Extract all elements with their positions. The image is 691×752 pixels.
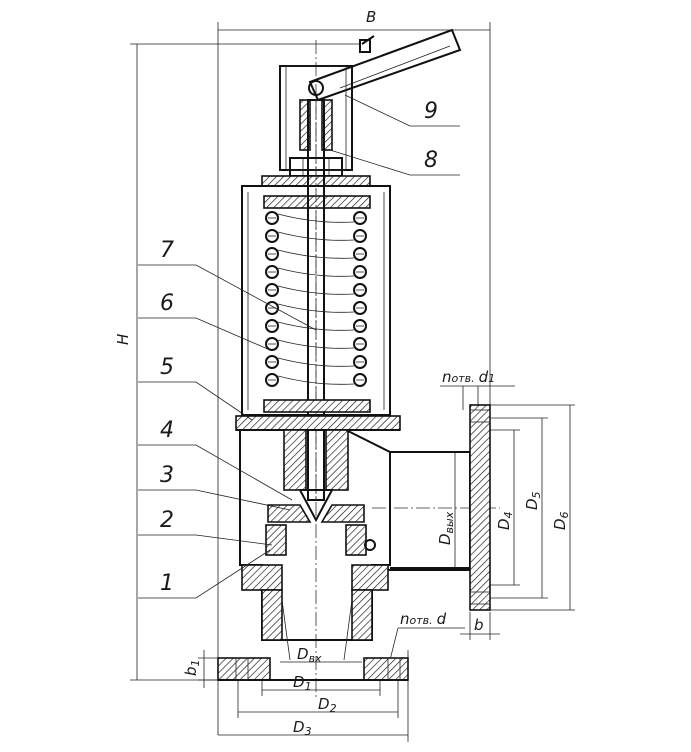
guide-bushing	[283, 429, 349, 523]
spring-housing	[241, 185, 391, 416]
callout-5: 5	[160, 355, 174, 380]
callout-1: 1	[160, 571, 174, 596]
spring-coil-section	[265, 211, 279, 225]
spring-coil-section	[353, 319, 367, 333]
callout-9: 9	[424, 99, 438, 124]
dim-D6: D6	[551, 511, 571, 530]
inlet-holes-label: nотв.d	[400, 610, 447, 628]
stem	[307, 99, 325, 501]
callout-leaders	[138, 94, 460, 599]
dimension-lines	[130, 22, 575, 742]
dim-D5: D5	[523, 491, 543, 510]
dim-H: H	[114, 334, 132, 345]
dimension-labels: B H b1 Dвх D1 D2 D3 Dвых D4 D5 D6 b nотв…	[114, 8, 571, 738]
spring-coil-arc	[277, 375, 355, 385]
spring-coil-section	[353, 283, 367, 297]
spring-coils	[265, 211, 367, 387]
spring-coil-section	[265, 337, 279, 351]
spring-coil-arc	[277, 339, 355, 349]
dim-Dvh: Dвх	[297, 645, 322, 665]
spring-coil-section	[353, 301, 367, 315]
dim-D1: D1	[293, 673, 312, 693]
callout-7: 7	[160, 238, 174, 263]
spring-coil-section	[265, 265, 279, 279]
dim-D4: D4	[495, 511, 515, 530]
spring-coil-section	[265, 319, 279, 333]
spring-coil-section	[265, 283, 279, 297]
spring-coil-arc	[277, 267, 355, 277]
spring-coil-arc	[277, 249, 355, 259]
spring-coil-section	[353, 247, 367, 261]
spring-coil-section	[265, 355, 279, 369]
spring-coil-section	[265, 373, 279, 387]
spring-coil-arc	[277, 285, 355, 295]
outlet-holes-label: nотв.d1	[442, 368, 495, 386]
spring-coil-arc	[277, 303, 355, 313]
spring-coil-section	[265, 301, 279, 315]
dim-D3: D3	[293, 718, 312, 738]
spring-coil-section	[265, 247, 279, 261]
callout-2: 2	[160, 508, 174, 533]
spring-coil-arc	[277, 321, 355, 331]
inlet-flange	[217, 657, 409, 681]
dim-b: b	[474, 616, 484, 634]
disc-and-seat	[265, 504, 367, 556]
spring-coil-section	[265, 229, 279, 243]
dim-b1: b1	[182, 659, 202, 676]
cap-housing	[279, 65, 353, 171]
lever-handle	[308, 28, 462, 102]
spring-coil-section	[353, 229, 367, 243]
spring-coil-section	[353, 211, 367, 225]
spring-coil-section	[353, 265, 367, 279]
callout-6: 6	[160, 291, 174, 316]
outlet-flange	[390, 404, 491, 611]
dim-B: B	[366, 8, 376, 26]
callout-8: 8	[424, 148, 438, 173]
dim-D2: D2	[318, 695, 337, 715]
spring-coil-section	[353, 355, 367, 369]
dim-Dvyh: Dвых	[436, 511, 456, 545]
spring-coil-arc	[277, 357, 355, 367]
callout-3: 3	[160, 463, 174, 488]
spring-coil-arc	[277, 213, 355, 223]
spring-coil-section	[353, 373, 367, 387]
callout-4: 4	[160, 418, 174, 443]
spring-coil-arc	[277, 231, 355, 241]
spring-plate	[235, 399, 401, 431]
spring-coil-section	[353, 337, 367, 351]
callout-numbers: 1 2 3 4 5 6 7 8 9	[160, 99, 438, 596]
